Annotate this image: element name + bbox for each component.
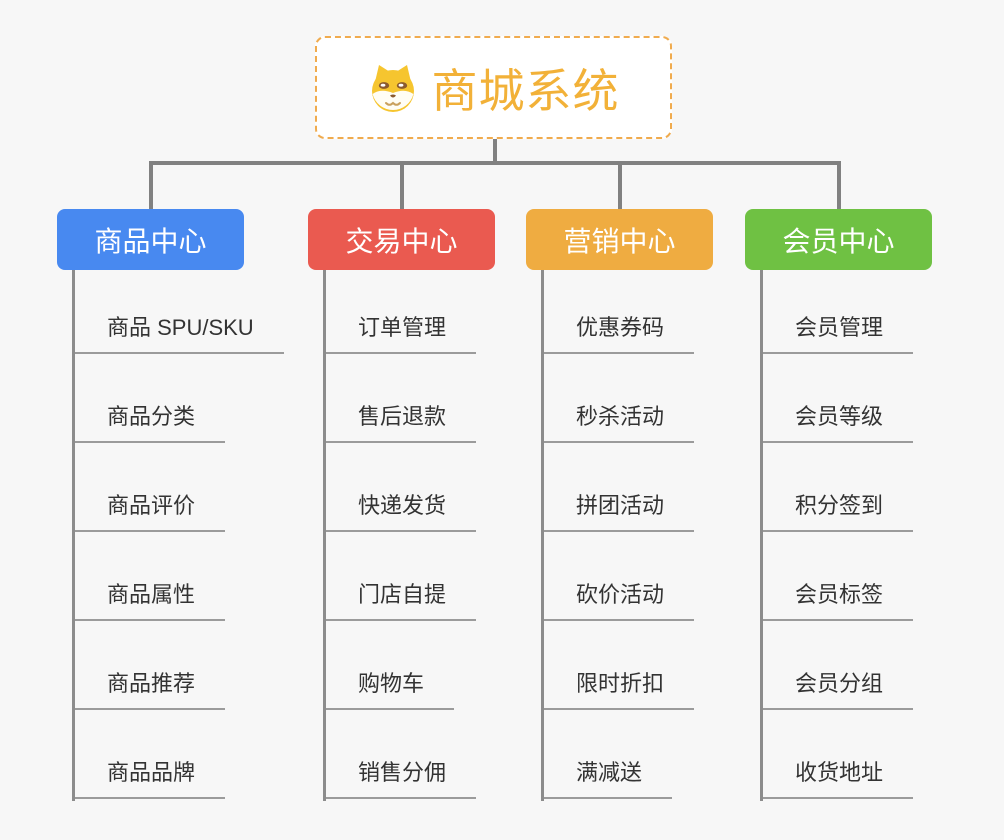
branch-items: 订单管理 售后退款 快递发货 门店自提 购物车 销售分佣 [323,270,495,799]
tree-item: 会员分组 [760,621,932,710]
tree-item: 商品评价 [72,443,244,532]
tree-item: 会员标签 [760,532,932,621]
tree-item-label[interactable]: 秒杀活动 [541,399,695,443]
tree-item-label[interactable]: 商品分类 [72,399,226,443]
tree-item: 满减送 [541,710,713,799]
tree-item: 销售分佣 [323,710,495,799]
branch-header-trade-center[interactable]: 交易中心 [308,209,495,270]
tree-item: 购物车 [323,621,495,710]
branch-header-product-center[interactable]: 商品中心 [57,209,244,270]
tree-item: 积分签到 [760,443,932,532]
tree-item: 商品 SPU/SKU [72,270,284,354]
tree-item-label[interactable]: 门店自提 [323,577,477,621]
connector-drop-trade [400,161,404,210]
tree-item-label[interactable]: 满减送 [541,755,673,799]
branch-member-center: 会员中心 会员管理 会员等级 积分签到 会员标签 会员分组 收货地址 [745,209,932,801]
tree-item-label[interactable]: 砍价活动 [541,577,695,621]
branch-trunk-line [72,270,75,801]
shiba-dog-icon [371,64,414,112]
tree-item: 商品分类 [72,354,244,443]
connector-horizontal [149,161,841,165]
tree-item: 限时折扣 [541,621,713,710]
branch-items: 会员管理 会员等级 积分签到 会员标签 会员分组 收货地址 [760,270,932,799]
tree-item: 优惠券码 [541,270,713,354]
tree-item-label[interactable]: 商品评价 [72,488,226,532]
tree-item: 售后退款 [323,354,495,443]
connector-drop-member [837,161,841,210]
tree-item-label[interactable]: 商品 SPU/SKU [72,310,284,354]
tree-item-label[interactable]: 优惠券码 [541,310,695,354]
root-node-mall-system[interactable]: 商城系统 [315,36,672,139]
tree-item-label[interactable]: 购物车 [323,666,455,710]
tree-item-label[interactable]: 商品品牌 [72,755,226,799]
tree-item: 拼团活动 [541,443,713,532]
tree-item-label[interactable]: 订单管理 [323,310,477,354]
branch-trunk-line [323,270,326,801]
tree-item: 砍价活动 [541,532,713,621]
branch-header-marketing-center[interactable]: 营销中心 [526,209,713,270]
branch-header-member-center[interactable]: 会员中心 [745,209,932,270]
tree-item-label[interactable]: 收货地址 [760,755,914,799]
tree-item-label[interactable]: 拼团活动 [541,488,695,532]
tree-item: 订单管理 [323,270,495,354]
branch-trade-center: 交易中心 订单管理 售后退款 快递发货 门店自提 购物车 销售分佣 [308,209,495,801]
tree-item-label[interactable]: 会员等级 [760,399,914,443]
tree-item-label[interactable]: 限时折扣 [541,666,695,710]
connector-root-stub [493,139,497,163]
connector-drop-marketing [618,161,622,210]
branch-marketing-center: 营销中心 优惠券码 秒杀活动 拼团活动 砍价活动 限时折扣 满减送 [526,209,713,801]
tree-item: 秒杀活动 [541,354,713,443]
tree-item: 收货地址 [760,710,932,799]
branch-items: 商品 SPU/SKU 商品分类 商品评价 商品属性 商品推荐 商品品牌 [72,270,284,799]
tree-item-label[interactable]: 会员标签 [760,577,914,621]
root-node-title: 商城系统 [431,64,620,117]
tree-item-label[interactable]: 会员管理 [760,310,914,354]
branch-product-center: 商品中心 商品 SPU/SKU 商品分类 商品评价 商品属性 商品推荐 商品品牌 [57,209,284,801]
branch-trunk-line [760,270,763,801]
tree-item-label[interactable]: 商品属性 [72,577,226,621]
tree-item: 商品品牌 [72,710,244,799]
tree-item-label[interactable]: 商品推荐 [72,666,226,710]
branch-items: 优惠券码 秒杀活动 拼团活动 砍价活动 限时折扣 满减送 [541,270,713,799]
tree-item-label[interactable]: 快递发货 [323,488,477,532]
tree-item-label[interactable]: 售后退款 [323,399,477,443]
tree-item: 商品推荐 [72,621,244,710]
tree-item-label[interactable]: 销售分佣 [323,755,477,799]
tree-item: 商品属性 [72,532,244,621]
tree-item: 快递发货 [323,443,495,532]
tree-item-label[interactable]: 会员分组 [760,666,914,710]
tree-item: 会员管理 [760,270,932,354]
connector-drop-product [149,161,153,210]
tree-item-label[interactable]: 积分签到 [760,488,914,532]
tree-item: 门店自提 [323,532,495,621]
branch-trunk-line [541,270,544,801]
tree-item: 会员等级 [760,354,932,443]
